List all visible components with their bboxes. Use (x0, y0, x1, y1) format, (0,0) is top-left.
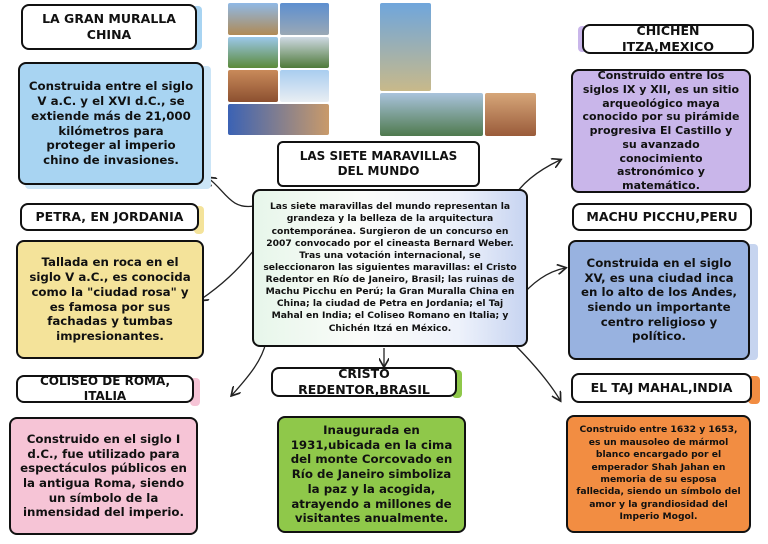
wonder-desc-text: Construido en el siglo I d.C., fue utili… (19, 432, 188, 520)
wonder-desc-machu: Construida en el siglo XV, es una ciudad… (568, 240, 750, 360)
center-summary-text: Las siete maravillas del mundo represent… (262, 201, 518, 335)
wonder-desc-petra: Tallada en roca en el siglo V a.C., es c… (16, 240, 204, 359)
link-taj (512, 342, 560, 400)
wonder-desc-taj: Construido entre 1632 y 1653, es un maus… (566, 415, 751, 533)
wonder-title-text: EL TAJ MAHAL,INDIA (591, 380, 733, 396)
center-title-text: LAS SIETE MARAVILLAS DEL MUNDO (285, 149, 472, 179)
wonder-title-machu: MACHU PICCHU,PERU (572, 203, 752, 231)
wonder-desc-text: Inaugurada en 1931,ubicada en la cima de… (287, 423, 456, 526)
center-summary-card: Las siete maravillas del mundo represent… (252, 189, 528, 347)
wonder-title-text: CRISTO REDENTOR,BRASIL (279, 366, 449, 397)
wonder-title-taj: EL TAJ MAHAL,INDIA (571, 373, 752, 403)
wonder-desc-cristo: Inaugurada en 1931,ubicada en la cima de… (277, 416, 466, 533)
wonder-title-chichen: CHICHEN ITZA,MEXICO (582, 24, 754, 54)
wonder-title-text: MACHU PICCHU,PERU (586, 209, 737, 225)
link-coliseo (232, 342, 266, 395)
wonder-title-petra: PETRA, EN JORDANIA (20, 203, 199, 231)
wonder-title-text: LA GRAN MURALLA CHINA (29, 11, 189, 42)
link-petra (200, 250, 254, 300)
wonder-desc-gran-muralla: Construida entre el siglo V a.C. y el XV… (18, 62, 204, 185)
wonder-title-coliseo: COLISEO DE ROMA, ITALIA (16, 375, 194, 403)
wonder-title-cristo: CRISTO REDENTOR,BRASIL (271, 367, 457, 397)
wonder-title-gran-muralla: LA GRAN MURALLA CHINA (21, 4, 197, 50)
wonder-title-text: CHICHEN ITZA,MEXICO (590, 23, 746, 54)
wonder-title-text: COLISEO DE ROMA, ITALIA (24, 374, 186, 404)
wonder-desc-text: Tallada en roca en el siglo V a.C., es c… (26, 255, 194, 343)
wonder-desc-coliseo: Construido en el siglo I d.C., fue utili… (9, 417, 198, 535)
center-title: LAS SIETE MARAVILLAS DEL MUNDO (277, 141, 480, 187)
wonder-desc-text: Construido entre los siglos IX y XII, es… (581, 69, 741, 193)
link-gran-muralla (208, 178, 254, 207)
wonder-desc-text: Construida en el siglo XV, es una ciudad… (578, 256, 740, 344)
wonder-desc-text: Construida entre el siglo V a.C. y el XV… (28, 79, 194, 167)
wonder-desc-chichen: Construido entre los siglos IX y XII, es… (571, 69, 751, 193)
wonder-desc-text: Construido entre 1632 y 1653, es un maus… (576, 424, 741, 523)
wonder-title-text: PETRA, EN JORDANIA (36, 209, 184, 225)
